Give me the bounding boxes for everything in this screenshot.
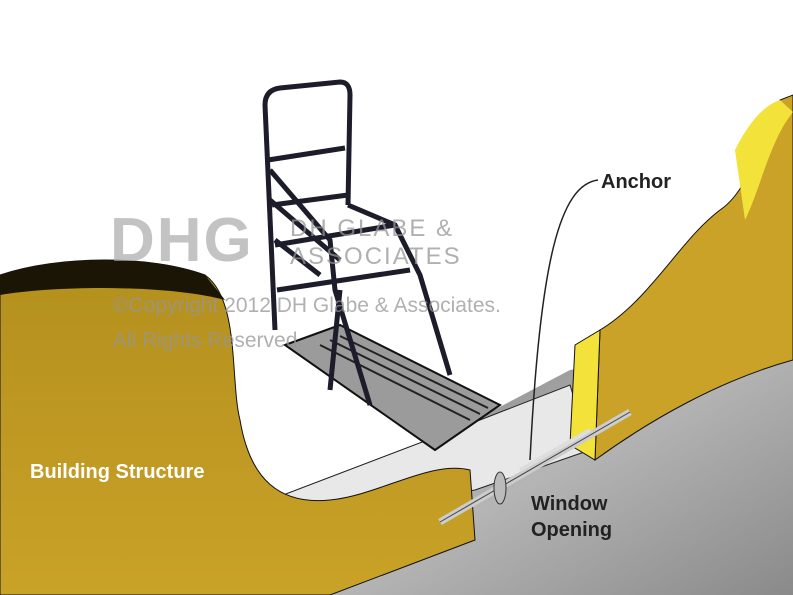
right-wall-face: [569, 329, 601, 461]
label-window-line1: Window: [531, 493, 608, 515]
label-building-structure: Building Structure: [30, 461, 205, 483]
cage-frame: [262, 79, 453, 406]
watermark-company-2: ASSOCIATES: [290, 243, 462, 270]
watermark-rights: All Rights Reserved.: [113, 329, 304, 352]
label-window-line2: Opening: [531, 519, 613, 541]
platform: [282, 323, 502, 452]
anchor-disc: [493, 471, 507, 505]
left-wall-top: [0, 260, 225, 300]
right-wall-edge: [735, 100, 793, 220]
anchor-leader: [529, 179, 599, 461]
label-anchor: Anchor: [601, 171, 671, 193]
watermark-logo: DHG: [110, 206, 254, 275]
watermark-company-1: DH GLABE &: [290, 215, 455, 242]
watermark-copyright: ©Copyright 2012 DH Glabe & Associates.: [113, 294, 501, 317]
